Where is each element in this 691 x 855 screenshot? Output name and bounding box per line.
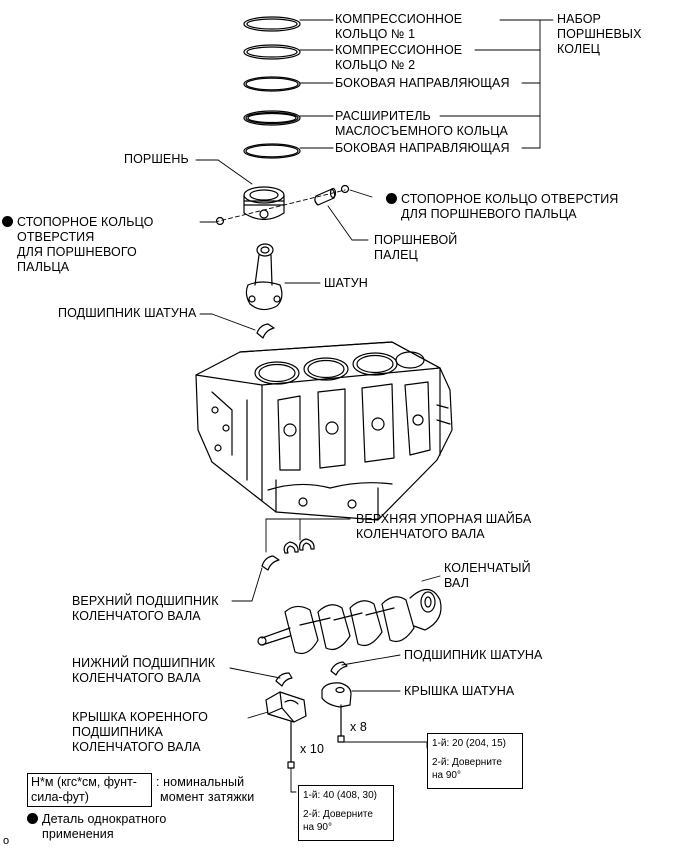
piston-pin-drawing <box>314 187 337 206</box>
snap-ring-left-drawing <box>215 216 225 226</box>
label-rod-bolt-quantity: x 8 <box>350 720 367 734</box>
ring-leader-lines <box>299 19 554 149</box>
label-snap-ring-right: СТОПОРНОЕ КОЛЬЦО ОТВЕРСТИЯ ДЛЯ ПОРШНЕВОГ… <box>386 192 618 222</box>
label-piston: ПОРШЕНЬ <box>124 152 189 166</box>
main-bolt-drawing <box>287 721 295 769</box>
connecting-rod-drawing <box>245 243 283 311</box>
rod-bolt-drawing <box>337 704 345 743</box>
main-bearing-cap-drawing <box>265 691 307 723</box>
snap-ring-right-drawing <box>340 184 350 194</box>
label-rod-bearing-upper: ПОДШИПНИК ШАТУНА <box>58 306 197 320</box>
label-rod-bearing-lower: ПОДШИПНИК ШАТУНА <box>404 648 543 662</box>
crankshaft-drawing <box>257 588 442 655</box>
rod-cap-drawing <box>321 682 352 708</box>
label-side-rail-upper: БОКОВАЯ НАПРАВЛЯЮЩАЯ <box>335 76 510 90</box>
torque-spec-main-bolts: 1-й: 40 (408, 30) 2-й: Доверните на 90° <box>298 785 394 841</box>
piston-ring-set-drawing <box>243 16 301 159</box>
thrust-washer-drawing <box>283 538 315 554</box>
torque-spec-rod-bolts: 1-й: 20 (204, 15) 2-й: Доверните на 90° <box>427 733 523 789</box>
lower-main-bearing-drawing <box>275 672 293 687</box>
label-connecting-rod: ШАТУН <box>324 276 368 290</box>
non-reusable-bullet-icon <box>27 813 38 824</box>
label-rod-cap: КРЫШКА ШАТУНА <box>404 684 515 698</box>
label-side-rail-lower: БОКОВАЯ НАПРАВЛЯЮЩАЯ <box>335 141 510 155</box>
cylinder-block-drawing <box>195 341 453 521</box>
non-reusable-bullet-icon <box>386 193 397 204</box>
non-reusable-bullet-icon <box>2 216 13 227</box>
legend-non-reusable: Деталь однократного применения <box>27 812 166 842</box>
rod-bearing-upper-drawing <box>256 323 275 339</box>
upper-main-bearing-drawing <box>261 555 280 571</box>
figure-code: o <box>3 835 10 847</box>
label-snap-ring-left: СТОПОРНОЕ КОЛЬЦО ОТВЕРСТИЯ ДЛЯ ПОРШНЕВОГ… <box>2 215 153 275</box>
piston-drawing <box>243 186 285 221</box>
legend-torque-units-box: Н*м (кгс*см, фунт-сила-фут) <box>27 773 152 807</box>
label-main-bolt-quantity: x 10 <box>300 742 325 756</box>
rod-bearing-lower-drawing <box>330 661 348 676</box>
